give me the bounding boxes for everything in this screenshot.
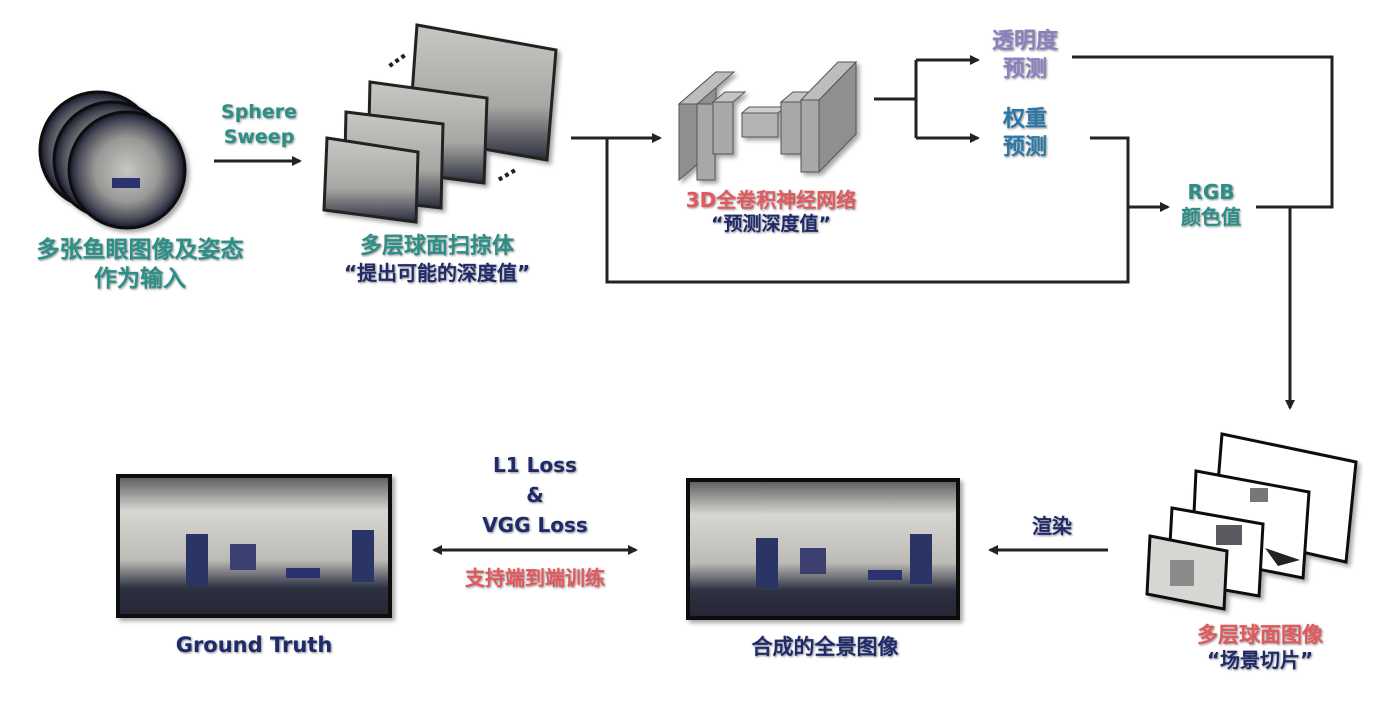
ellipsis-top: … [378, 40, 410, 73]
network-title: 3D全卷积神经网络 [685, 188, 857, 212]
network-subtitle: “预测深度值” [711, 213, 831, 235]
input-label: 多张鱼眼图像及姿态 作为输入 [14, 236, 266, 294]
sweep-volume-label: 多层球面扫掠体 “提出可能的深度值” [312, 233, 562, 286]
rgb-label: RGB 颜色值 [1166, 180, 1256, 230]
rgb-line2: 颜色值 [1181, 205, 1241, 229]
rgb-line1: RGB [1187, 180, 1235, 204]
alpha-to-msi-line [1072, 55, 1334, 209]
input-label-line2: 作为输入 [94, 265, 186, 292]
synthesized-label: 合成的全景图像 [751, 635, 899, 659]
loss-line3: VGG Loss [482, 513, 588, 537]
end-to-end-label: 支持端到端训练 [465, 566, 605, 590]
sweep-volume-subtitle: “提出可能的深度值” [343, 260, 531, 285]
alpha-line2: 预测 [1002, 56, 1047, 82]
feedback-loop-line [605, 138, 1130, 284]
fisheye-image-3 [67, 110, 187, 230]
ground-truth-panorama [116, 474, 392, 618]
msi-layer-stack [1145, 432, 1358, 611]
network-label: 3D全卷积神经网络 “预测深度值” [660, 188, 882, 237]
conv-network-icon [677, 60, 858, 182]
render-label: 渲染 [1032, 514, 1072, 538]
fisheye-detail [112, 178, 140, 188]
msi-title: 多层球面图像 [1197, 623, 1323, 647]
input-label-line1: 多张鱼眼图像及姿态 [36, 237, 244, 263]
weight-to-rgb-line [1090, 136, 1166, 209]
loss-line1: L1 Loss [493, 453, 577, 477]
msi-label: 多层球面图像 “场景切片” [1160, 622, 1360, 673]
sweep-volume-stack [322, 23, 558, 224]
fisheye-image-stack [38, 90, 187, 230]
weight-line2: 预测 [1002, 134, 1047, 160]
ground-truth-label: Ground Truth [175, 633, 333, 657]
loss-line2: & [526, 483, 544, 507]
sphere-sweep-line2: Sweep [223, 125, 295, 148]
loss-label: L1 Loss & VGG Loss [450, 450, 620, 540]
sweep-volume-title: 多层球面扫掠体 [359, 234, 514, 259]
ellipsis-bottom: … [489, 155, 521, 188]
alpha-line1: 透明度 [991, 29, 1058, 54]
alpha-label: 透明度 预测 [976, 28, 1074, 83]
msi-subtitle: “场景切片” [1206, 648, 1314, 673]
weight-line1: 权重 [1002, 107, 1047, 132]
sweep-panel-1 [322, 136, 420, 224]
sphere-sweep-label: Sphere Sweep [214, 100, 304, 149]
weight-label: 权重 预测 [976, 106, 1074, 161]
sphere-sweep-line1: Sphere [221, 101, 297, 123]
synthesized-panorama [686, 478, 960, 620]
